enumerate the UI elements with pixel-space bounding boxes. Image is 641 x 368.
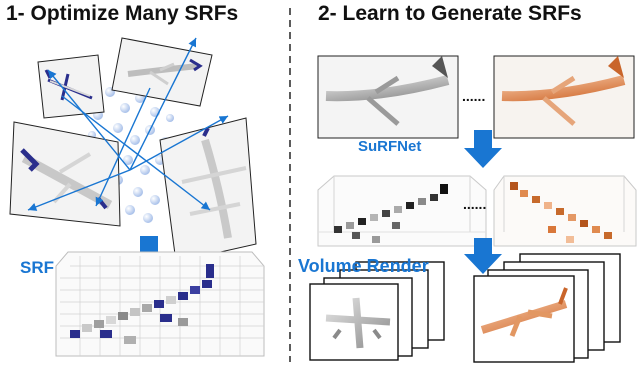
voxel-volume-gray [317, 175, 487, 247]
render-stack-gray [309, 261, 445, 361]
down-arrow-right-top [464, 130, 502, 168]
view-card-4 [159, 117, 257, 263]
view-card-1 [37, 54, 105, 119]
sample-card-gray [317, 55, 459, 139]
volume-render-label: Volume Render [298, 256, 429, 276]
ellipsis-top: ...... [462, 88, 486, 104]
camera-ray-arrows [27, 37, 229, 211]
render-stack-orange [473, 253, 621, 363]
sample-card-orange [493, 55, 635, 139]
voxel-volume-orange [493, 175, 637, 247]
surfnet-label: SuRFNet [358, 138, 422, 155]
srf-voxel-plane [70, 264, 214, 344]
srf-grid-volume [55, 251, 265, 357]
ellipsis-middle: ...... [463, 196, 487, 212]
srf-label: SRF [20, 258, 54, 277]
view-card-2 [111, 37, 213, 107]
right-panel-heading: 2- Learn to Generate SRFs [318, 2, 582, 25]
left-panel-heading: 1- Optimize Many SRFs [6, 2, 239, 25]
down-arrow-right-bottom [464, 238, 502, 274]
